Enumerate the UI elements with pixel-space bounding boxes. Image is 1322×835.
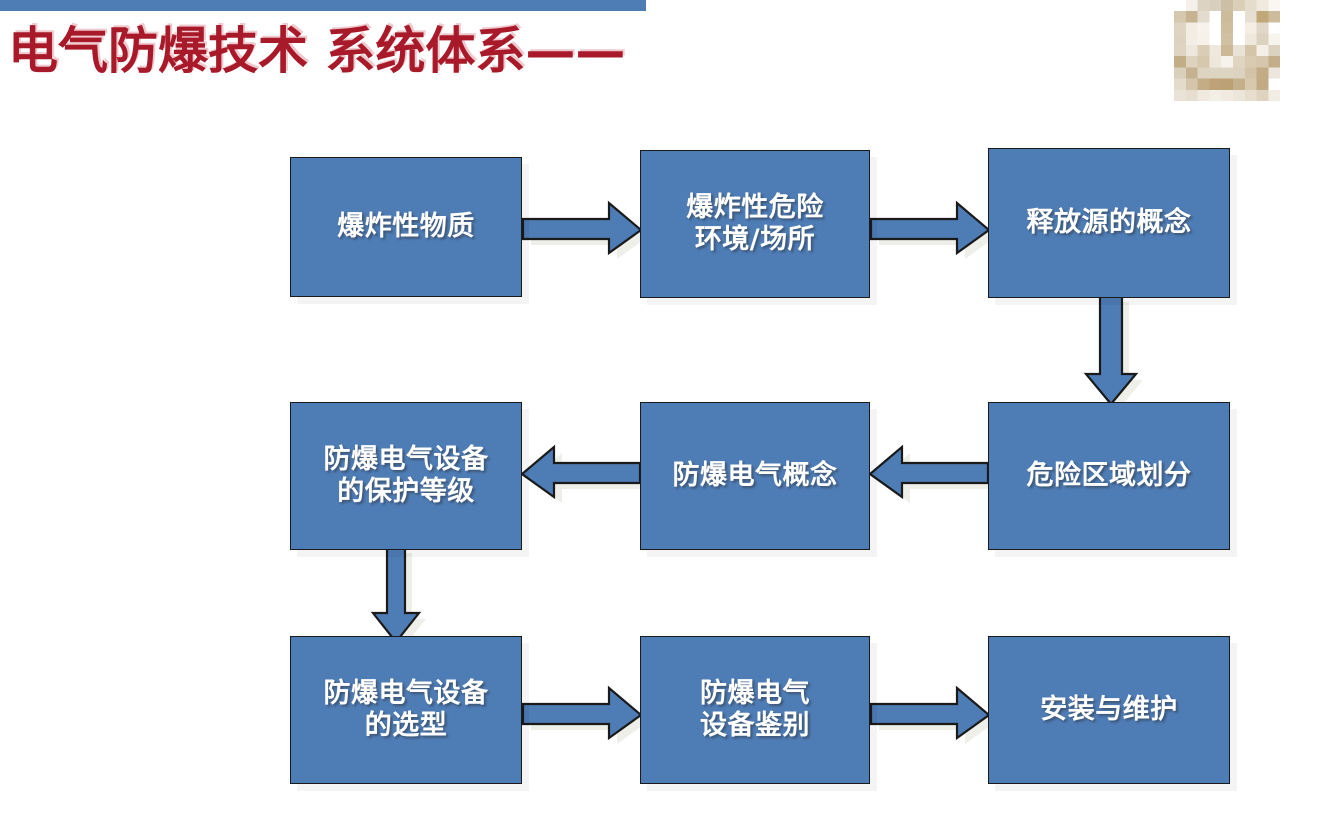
flow-node-installation-maintenance[interactable]: 安装与维护 xyxy=(988,636,1230,784)
flow-node-explosion-proof-concept[interactable]: 防爆电气概念 xyxy=(640,402,870,550)
arrow-right-n2-n3 xyxy=(865,193,997,259)
flow-node-explosive-hazardous-environment[interactable]: 爆炸性危险 环境/场所 xyxy=(640,150,870,298)
top-accent-bar xyxy=(0,0,646,11)
arrow-right-n1-n2 xyxy=(517,193,649,259)
flow-node-release-source-concept[interactable]: 释放源的概念 xyxy=(988,148,1230,298)
company-logo-icon xyxy=(1174,0,1292,101)
arrow-down-n4-n7 xyxy=(363,545,435,649)
page-title: 电气防爆技术 系统体系—— xyxy=(8,22,626,80)
arrow-left-n5-n4 xyxy=(514,437,648,503)
arrow-right-n7-n8 xyxy=(517,678,649,744)
flow-node-hazardous-area-classification[interactable]: 危险区域划分 xyxy=(988,402,1230,550)
flow-node-explosive-substance[interactable]: 爆炸性物质 xyxy=(290,157,522,297)
flow-node-equipment-identification[interactable]: 防爆电气 设备鉴别 xyxy=(640,636,870,784)
arrow-left-n6-n5 xyxy=(862,437,996,503)
arrow-down-n3-n6 xyxy=(1078,292,1150,412)
arrow-right-n8-n9 xyxy=(865,678,997,744)
flow-node-protection-level[interactable]: 防爆电气设备 的保护等级 xyxy=(290,402,522,550)
flow-node-equipment-selection[interactable]: 防爆电气设备 的选型 xyxy=(290,636,522,784)
